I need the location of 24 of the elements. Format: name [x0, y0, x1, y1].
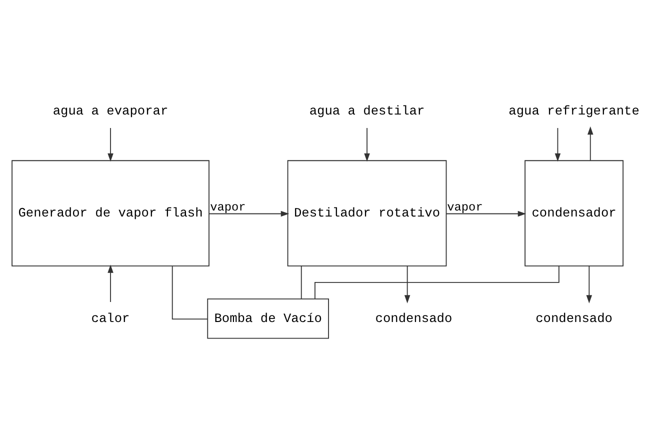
arrow: [364, 127, 370, 162]
node-text: condensado: [375, 310, 452, 326]
node-box: Bomba de Vacío: [207, 298, 329, 338]
node-box: Destilador rotativo: [287, 160, 447, 266]
arrow: [588, 126, 594, 160]
connector: [172, 265, 208, 320]
node-text: calor: [91, 310, 130, 326]
node-text: condensado: [536, 310, 612, 326]
arrow: [446, 210, 526, 216]
node-text: agua a destilar: [309, 103, 425, 118]
node-text: agua refrigerante: [508, 103, 640, 118]
connector: [300, 265, 302, 299]
arrow: [108, 264, 114, 302]
connector: [314, 265, 560, 299]
arrow: [586, 265, 592, 303]
node-box: Generador de vapor flash: [12, 160, 210, 266]
arrow: [404, 265, 410, 303]
edge-label: vapor: [447, 200, 483, 214]
edge-label: vapor: [210, 200, 246, 214]
node-box: condensador: [524, 160, 624, 266]
arrow: [108, 127, 114, 162]
arrow: [208, 210, 290, 216]
node-text: agua a evaporar: [52, 103, 168, 118]
arrow: [554, 127, 561, 162]
